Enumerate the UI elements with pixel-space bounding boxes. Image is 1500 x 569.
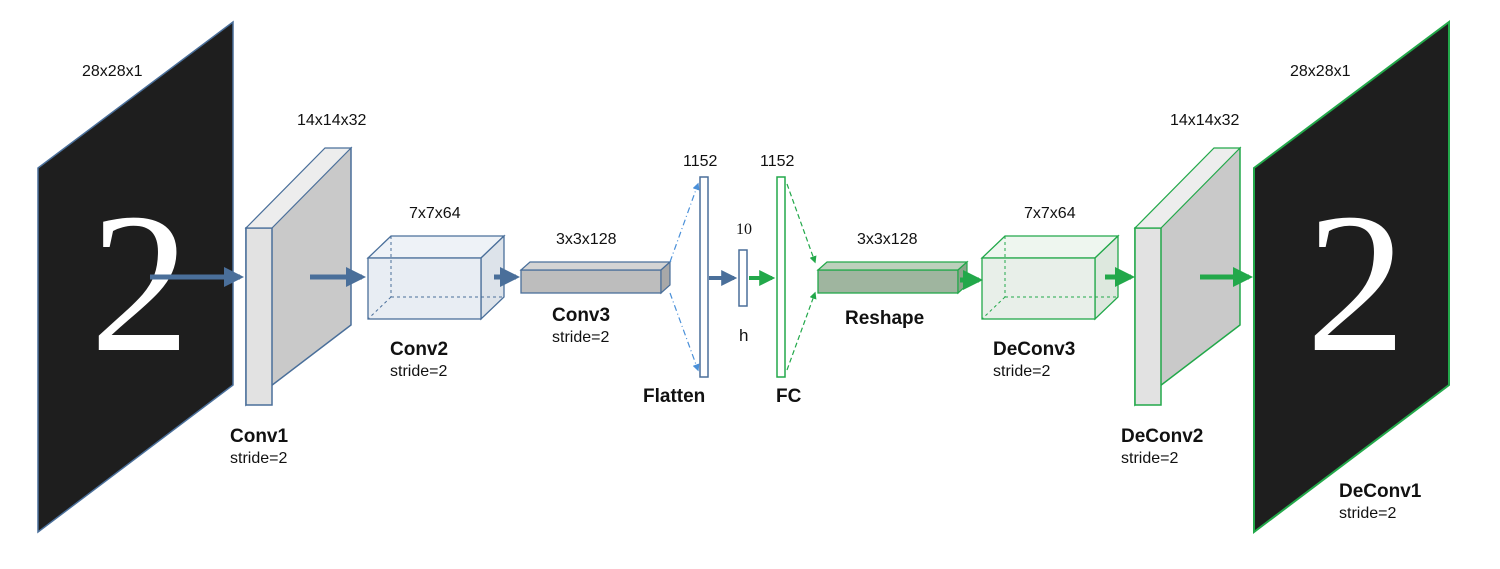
reshape-block xyxy=(816,260,969,295)
flatten-expand-top xyxy=(669,182,700,263)
conv1-block xyxy=(244,146,353,407)
deconv3-name-label: DeConv3 xyxy=(993,339,1076,360)
fc-vector xyxy=(776,176,786,378)
flatten-vector xyxy=(699,176,709,378)
deconv2-block xyxy=(1133,146,1242,407)
conv2-block xyxy=(366,234,506,321)
deconv1-name-label: DeConv1 xyxy=(1339,481,1422,502)
output-image: 2 xyxy=(1253,20,1450,535)
conv2-dim-label: 7x7x64 xyxy=(409,205,461,222)
conv1-name-label: Conv1 xyxy=(230,426,289,447)
conv3-stride-label: stride=2 xyxy=(552,329,610,346)
output-dim-label: 28x28x1 xyxy=(1290,63,1351,80)
conv1-stride-label: stride=2 xyxy=(230,450,288,467)
deconv3-block xyxy=(980,234,1120,321)
conv2-stride-label: stride=2 xyxy=(390,363,448,380)
deconv2-name-label: DeConv2 xyxy=(1121,426,1204,447)
flatten-dim-label: 1152 xyxy=(683,153,718,170)
flatten-expand-bottom xyxy=(669,292,700,372)
flatten-name-label: Flatten xyxy=(643,386,706,407)
conv2-name-label: Conv2 xyxy=(390,339,449,360)
h-latent-vector xyxy=(738,249,748,307)
reshape-name-label: Reshape xyxy=(845,308,925,329)
conv3-name-label: Conv3 xyxy=(552,305,611,326)
conv1-dim-label: 14x14x32 xyxy=(297,112,367,129)
fc-contract-bottom xyxy=(786,291,817,371)
fc-dim-label: 1152 xyxy=(760,153,795,170)
deconv1-stride-label: stride=2 xyxy=(1339,505,1397,522)
deconv3-stride-label: stride=2 xyxy=(993,363,1051,380)
h-dim-label: 10 xyxy=(736,221,752,238)
input-image: 2 xyxy=(37,20,234,534)
deconv2-stride-label: stride=2 xyxy=(1121,450,1179,467)
input-dim-label: 28x28x1 xyxy=(82,63,143,80)
conv3-dim-label: 3x3x128 xyxy=(556,231,617,248)
deconv3-dim-label: 7x7x64 xyxy=(1024,205,1076,222)
conv3-block xyxy=(519,260,672,295)
reshape-dim-label: 3x3x128 xyxy=(857,231,918,248)
h-name-label: h xyxy=(739,326,749,345)
fc-contract-top xyxy=(786,183,817,264)
output-digit: 2 xyxy=(1306,173,1406,394)
deconv2-dim-label: 14x14x32 xyxy=(1170,112,1240,129)
input-digit: 2 xyxy=(90,173,190,394)
fc-name-label: FC xyxy=(776,386,802,407)
